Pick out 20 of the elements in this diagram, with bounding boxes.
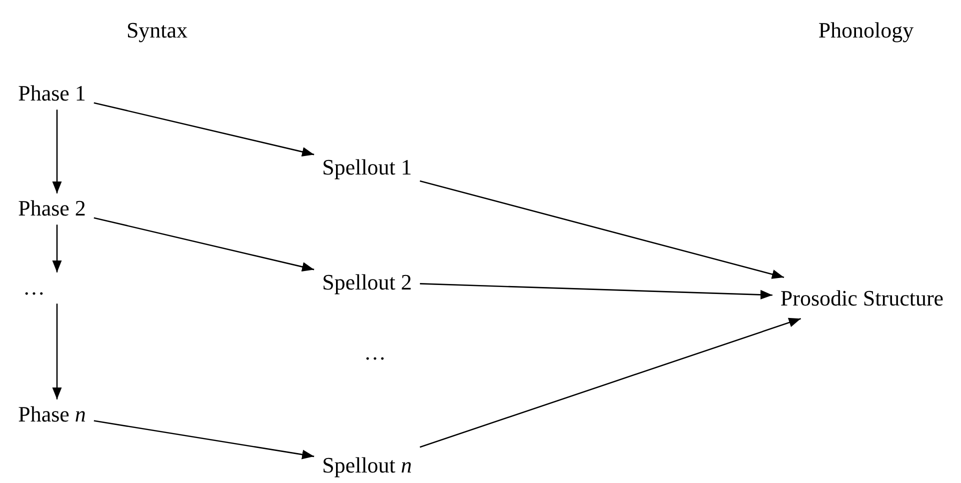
arrow	[52, 110, 62, 194]
node-text: Phase 2	[18, 195, 86, 221]
arrow	[420, 283, 772, 300]
column-heading: Phonology	[818, 17, 914, 43]
ellipsis-text: …	[364, 339, 386, 365]
arrow	[94, 102, 314, 156]
node-text: …	[23, 274, 45, 300]
node-text: Spellout 2	[322, 269, 412, 295]
arrow	[94, 420, 314, 460]
node-text: Spellout 1	[322, 154, 412, 180]
arrow	[52, 304, 62, 400]
node-text: Phase n	[18, 401, 86, 427]
column-heading: Syntax	[126, 17, 188, 43]
node-text: Prosodic Structure	[780, 285, 944, 311]
arrow	[52, 224, 62, 272]
node-text: Spellout n	[322, 452, 412, 478]
arrow	[420, 318, 801, 448]
arrow	[420, 180, 784, 279]
arrow	[94, 217, 314, 272]
node-text: Phase 1	[18, 80, 86, 106]
